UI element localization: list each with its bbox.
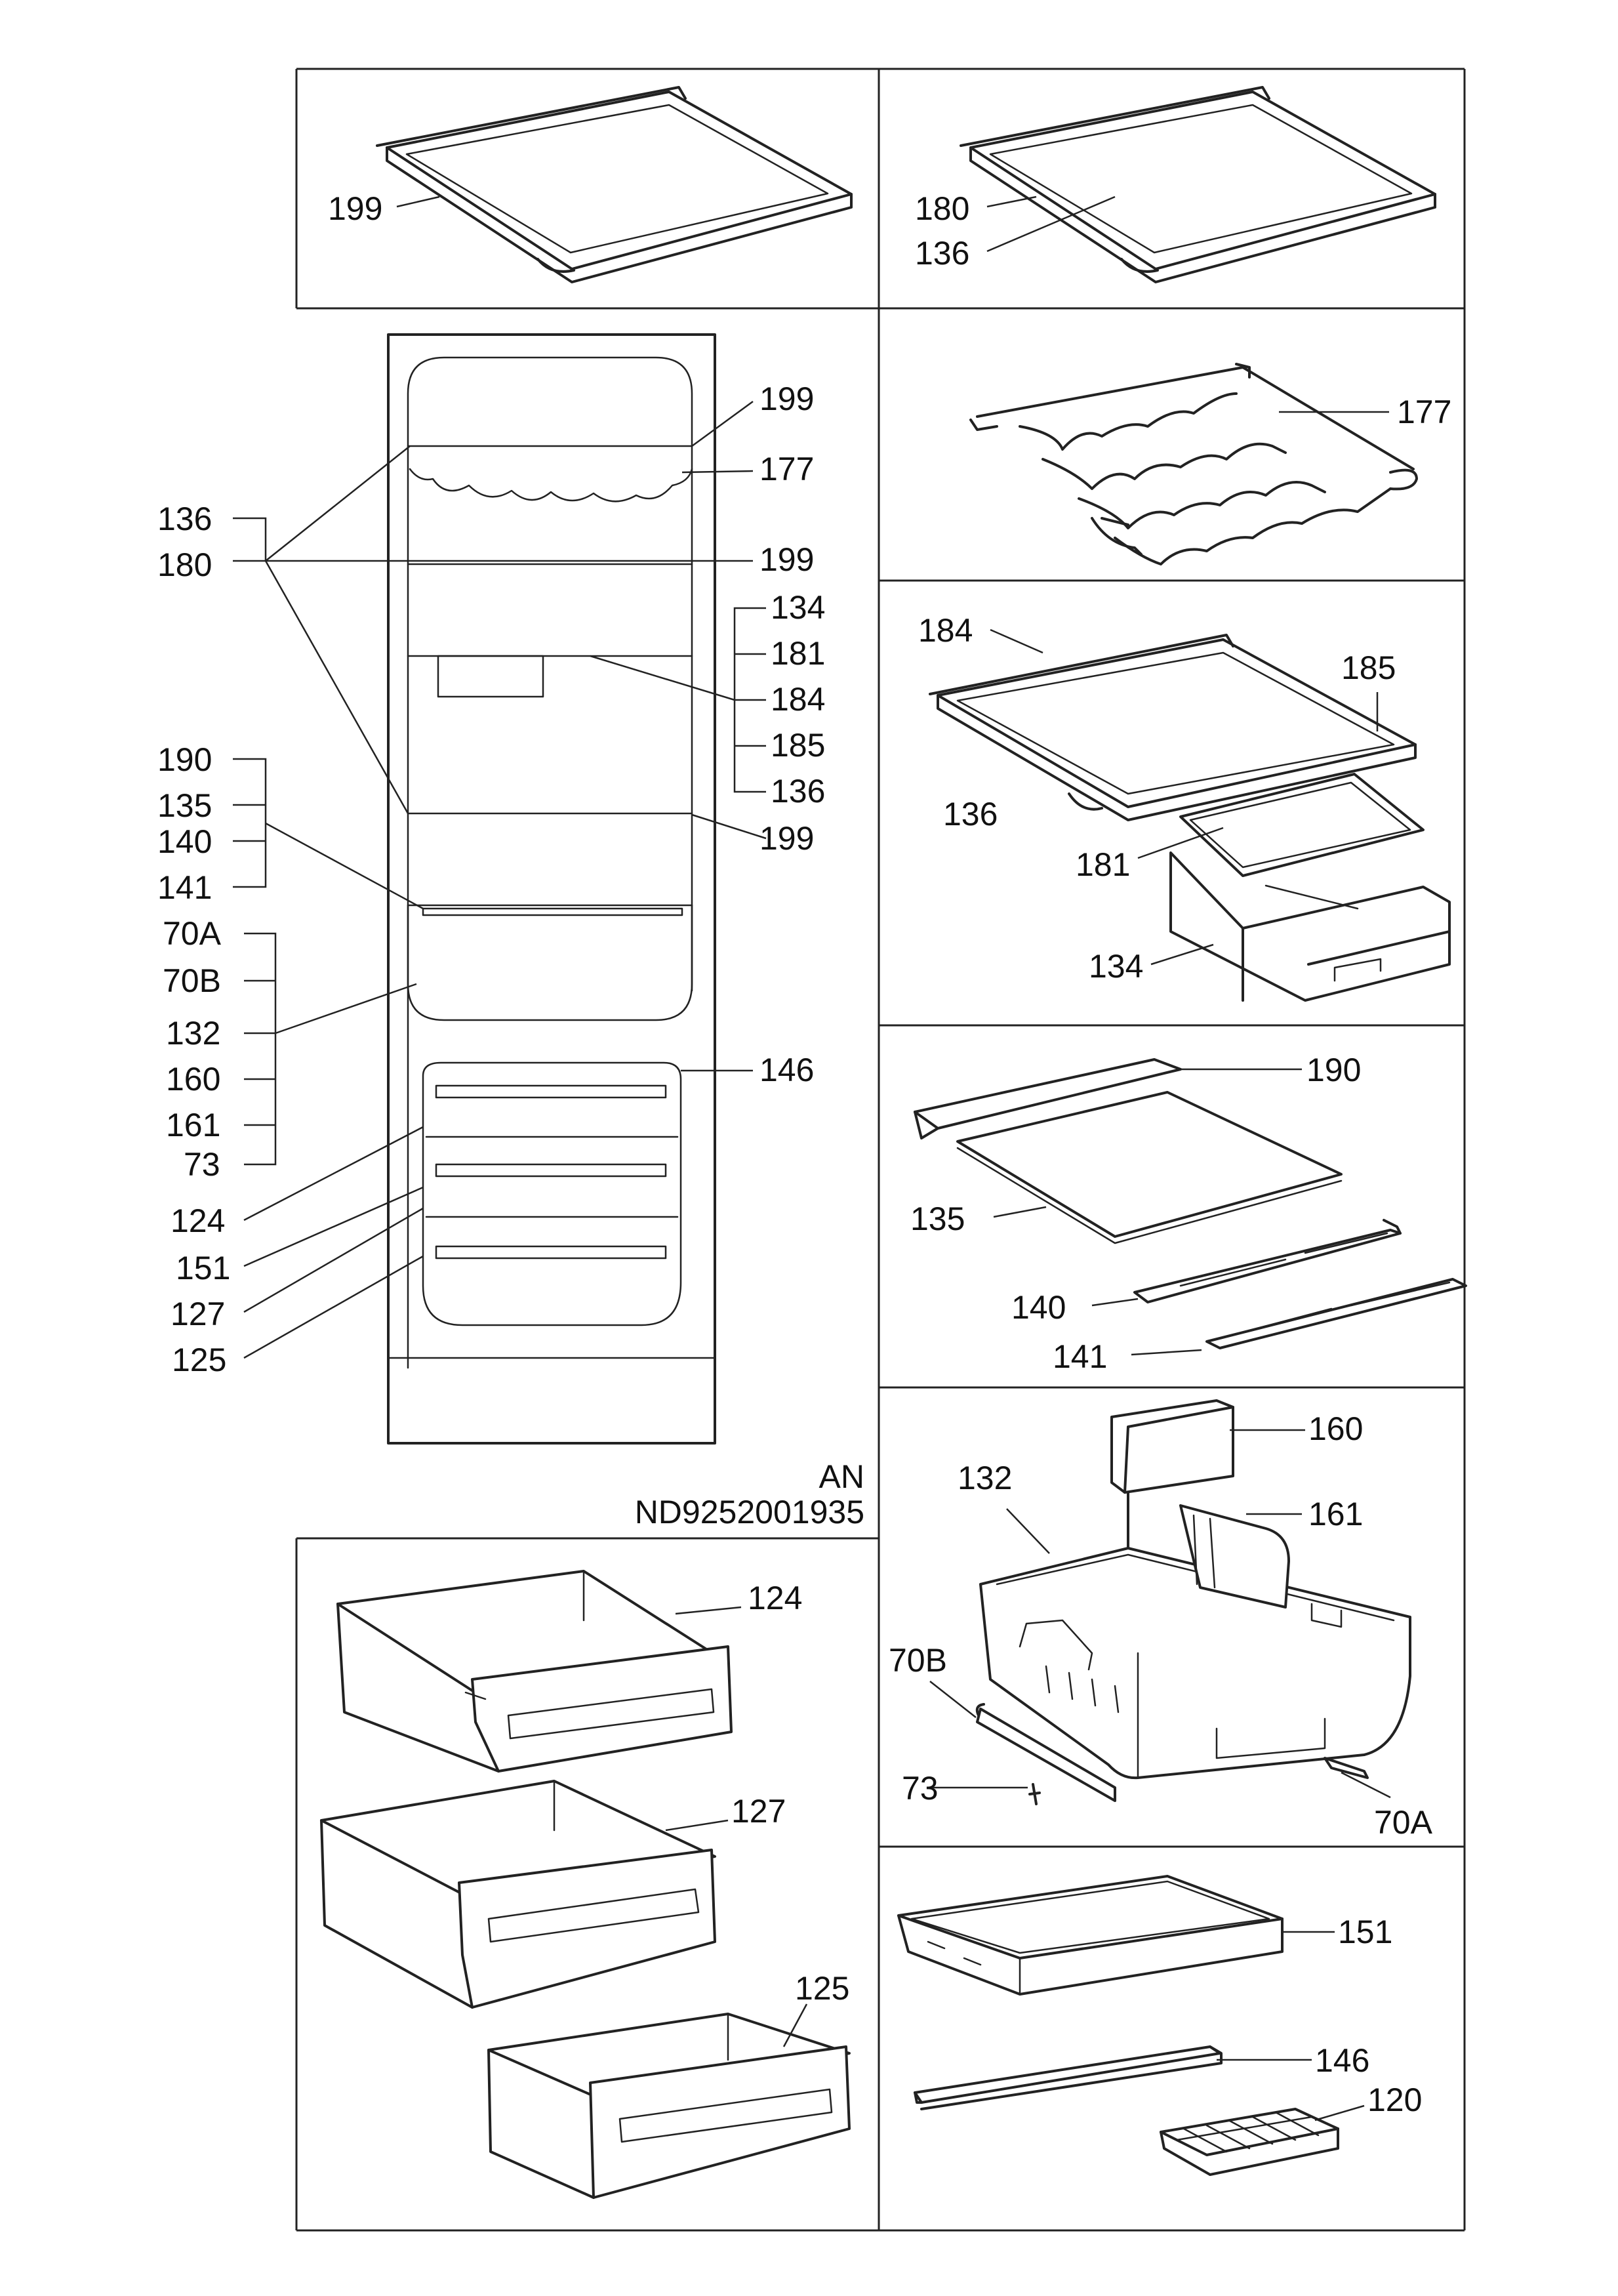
doc-code-line2: ND9252001935	[635, 1494, 864, 1530]
overview-127-label: 127	[171, 1296, 225, 1332]
cover-190-label: 190	[1306, 1052, 1361, 1088]
overview-132-label: 132	[166, 1015, 220, 1052]
glass-shelf-180-label: 180	[915, 190, 969, 227]
freezer-bar-146: 146	[914, 2042, 1369, 2110]
crisper-70b-label: 70B	[889, 1642, 947, 1679]
overview-70a-label: 70A	[163, 915, 222, 952]
overview-151-label: 151	[176, 1250, 230, 1286]
overview-134-label: 134	[771, 589, 825, 626]
overview-73-label: 73	[184, 1146, 220, 1183]
cover-135-label: 135	[910, 1200, 965, 1237]
shelf-group-134-label: 134	[1089, 948, 1143, 985]
overview-180-label: 180	[157, 546, 212, 583]
glass-shelf-180-136: 180 136	[915, 86, 1436, 283]
crisper-70a-label: 70A	[1374, 1804, 1433, 1841]
overview-177-label: 177	[759, 451, 814, 487]
overview-135-label: 135	[157, 787, 212, 824]
glass-shelf-199-label: 199	[328, 190, 382, 227]
freezer-drawer-124: 124	[336, 1570, 802, 1773]
bottle-rack-177: 177	[969, 363, 1451, 565]
cover-141-label: 141	[1053, 1338, 1107, 1375]
overview-190-label: 190	[157, 741, 212, 778]
shelf-group-185-label: 185	[1341, 649, 1396, 686]
crisper-132-label: 132	[958, 1460, 1012, 1496]
overview-70b-label: 70B	[163, 962, 221, 999]
overview-124-label: 124	[171, 1202, 225, 1239]
crisper-cover: 190 135 140 141	[910, 1052, 1467, 1375]
fridge-overview: 199 177 136 180 199 134 181 184 185 136 …	[157, 333, 825, 1445]
glass-shelf-136-label: 136	[915, 235, 969, 272]
tray-151-label: 151	[1338, 1914, 1392, 1950]
crisper-73-label: 73	[902, 1770, 939, 1807]
overview-199-a-label: 199	[759, 380, 814, 417]
crisper-161-label: 161	[1308, 1496, 1363, 1532]
doc-code-line1: AN	[819, 1458, 864, 1495]
drawer-125-label: 125	[795, 1970, 849, 2007]
ice-tray-120-label: 120	[1367, 2081, 1422, 2118]
cover-140-label: 140	[1011, 1289, 1066, 1326]
overview-141-label: 141	[157, 869, 212, 906]
shelf-group-181-label: 181	[1076, 846, 1130, 883]
document-code: AN ND9252001935	[635, 1458, 864, 1530]
overview-136-label: 136	[157, 501, 212, 537]
overview-136-b-label: 136	[771, 773, 825, 810]
crisper-drawer: 160 132 161 70B 73 70A	[889, 1399, 1433, 1841]
panel-frames	[295, 68, 1466, 2232]
overview-146-label: 146	[759, 1052, 814, 1088]
shelf-group: 184 185 136 181 134	[918, 612, 1451, 1002]
ice-cube-tray-120: 120	[1160, 2081, 1422, 2176]
overview-125-label: 125	[172, 1342, 226, 1378]
freezer-drawer-127: 127	[320, 1780, 786, 2009]
overview-160-label: 160	[166, 1061, 220, 1097]
freezer-drawer-125: 125	[487, 1970, 851, 2199]
overview-181-label: 181	[771, 635, 825, 672]
bar-146-label: 146	[1315, 2042, 1369, 2079]
overview-199-c-label: 199	[759, 820, 814, 857]
glass-shelf-199: 199	[328, 86, 853, 283]
overview-161-label: 161	[166, 1107, 220, 1143]
overview-199-b-label: 199	[759, 541, 814, 578]
shelf-group-184-label: 184	[918, 612, 973, 649]
overview-140-label: 140	[157, 823, 212, 860]
freezer-tray-151: 151	[897, 1875, 1392, 1996]
shelf-group-136-label: 136	[943, 796, 998, 832]
bottle-rack-177-label: 177	[1397, 394, 1451, 430]
drawer-127-label: 127	[731, 1793, 786, 1830]
overview-185-label: 185	[771, 727, 825, 764]
overview-184-label: 184	[771, 681, 825, 718]
crisper-160-label: 160	[1308, 1410, 1363, 1447]
drawer-124-label: 124	[748, 1580, 802, 1616]
